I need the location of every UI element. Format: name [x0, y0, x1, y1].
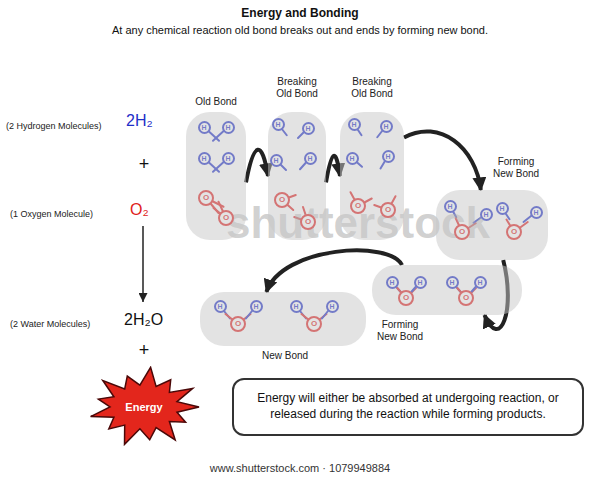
footer-text: www.shutterstock.com · 1079949884	[0, 462, 600, 475]
note-box: Energy will either be absorbed at underg…	[232, 378, 584, 436]
formula: O₂	[130, 201, 166, 219]
reaction-stage: Forming New Bond	[372, 265, 522, 315]
molecule-note: (2 Water Molecules)	[10, 319, 122, 329]
stage-label: Forming New Bond	[488, 156, 544, 180]
plus-sign: +	[136, 154, 152, 175]
subtitle: At any chemical reaction old bond breaks…	[20, 24, 580, 37]
energy-label: Energy	[125, 401, 162, 413]
formula: 2H₂O	[124, 311, 174, 329]
reaction-stage: Forming New Bond	[436, 190, 548, 260]
reaction-arrow	[142, 226, 144, 302]
molecule-note: (1 Oxygen Molecule)	[10, 209, 126, 219]
stage-label: Breaking Old Bond	[344, 76, 400, 100]
burst-star	[91, 367, 199, 444]
plus-sign: +	[136, 340, 152, 361]
formula: 2H₂	[126, 112, 166, 130]
stage-label: Breaking Old Bond	[269, 76, 325, 100]
process-arrow	[326, 156, 340, 183]
note-text: Energy will either be absorbed at underg…	[248, 391, 568, 422]
title: Energy and Bonding	[0, 6, 600, 20]
process-arrow	[404, 131, 481, 190]
process-arrow	[246, 150, 268, 183]
stage-label: Forming New Bond	[372, 319, 428, 343]
stage-label: New Bond	[250, 350, 320, 362]
stage-label: Old Bond	[180, 96, 252, 108]
energy-burst: Energy	[88, 366, 200, 448]
reaction-stage: Breaking Old Bond	[340, 112, 404, 240]
reaction-stage: Old Bond	[186, 112, 246, 240]
reaction-stage: New Bond	[200, 292, 366, 346]
reaction-stage: Breaking Old Bond	[268, 112, 326, 240]
molecule-note: (2 Hydrogen Molecules)	[6, 121, 126, 131]
